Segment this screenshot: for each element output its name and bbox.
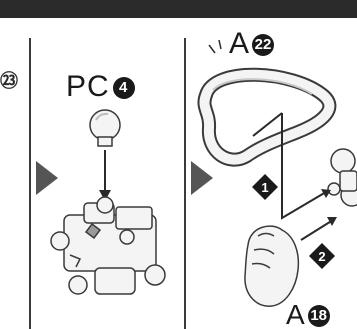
hoop-part (197, 67, 337, 167)
insert-arrow-icon (252, 112, 283, 171)
target-joint-part (327, 148, 357, 207)
previous-step-ref: ㉓ (0, 71, 18, 91)
part-number-badge: 4 (112, 76, 135, 99)
part-number-badge: 22 (252, 33, 275, 56)
next-step-arrow-icon (191, 161, 213, 195)
part-prefix: A (229, 27, 250, 60)
diamond-icon (309, 243, 335, 269)
order-badge-1: 1 (252, 174, 278, 200)
diamond-icon (252, 174, 278, 200)
assembly-arrow-1 (281, 171, 331, 220)
header-bar (0, 0, 357, 18)
torso-frame-part (50, 196, 166, 295)
order-badge-number: 1 (261, 179, 269, 195)
order-badge-number: 2 (318, 248, 326, 264)
fist-part (244, 225, 300, 307)
assembly-arrow-2 (300, 217, 337, 241)
next-step-arrow-icon (36, 161, 58, 195)
step-divider (184, 38, 186, 329)
part-emphasis-marks (208, 39, 222, 54)
step-divider (29, 38, 31, 329)
ball-joint-part (89, 109, 121, 147)
order-badge-2: 2 (309, 243, 335, 269)
part-prefix: PC (66, 70, 110, 103)
down-arrow-icon (99, 150, 111, 201)
part-prefix: A (286, 299, 305, 329)
part-number-badge: 18 (307, 304, 330, 327)
